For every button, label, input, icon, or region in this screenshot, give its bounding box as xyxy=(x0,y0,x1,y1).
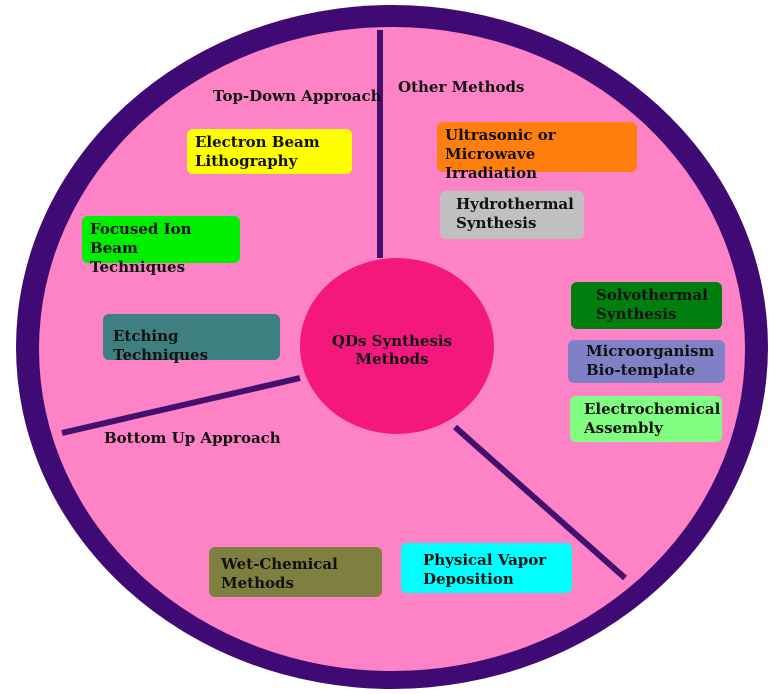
center-label: QDs Synthesis Methods xyxy=(331,332,453,368)
method-etching-techniques: Etching Techniques xyxy=(103,314,280,364)
method-wet-chemical: Wet-Chemical Methods xyxy=(209,547,382,597)
section-label-top-down: Top-Down Approach xyxy=(213,87,382,105)
method-electron-beam-lithography: Electron Beam Lithography xyxy=(187,129,352,174)
method-solvothermal-synthesis: Solvothermal Synthesis xyxy=(571,282,722,329)
method-electrochemical-assembly: Electrochemical Assembly xyxy=(570,396,722,442)
method-microorganism-bio-template: Microorganism Bio-template xyxy=(568,340,725,383)
divider-left xyxy=(61,375,301,436)
divider-bottom-right xyxy=(453,424,627,581)
method-hydrothermal-synthesis: Hydrothermal Synthesis xyxy=(440,191,584,239)
method-physical-vapor-deposition: Physical Vapor Deposition xyxy=(401,543,572,593)
section-label-other-methods: Other Methods xyxy=(398,78,525,96)
method-focused-ion-beam: Focused Ion Beam Techniques xyxy=(82,216,240,276)
method-ultrasonic-microwave: Ultrasonic or Microwave Irradiation xyxy=(437,122,637,182)
section-label-bottom-up: Bottom Up Approach xyxy=(104,429,281,447)
center-circle xyxy=(300,258,494,434)
